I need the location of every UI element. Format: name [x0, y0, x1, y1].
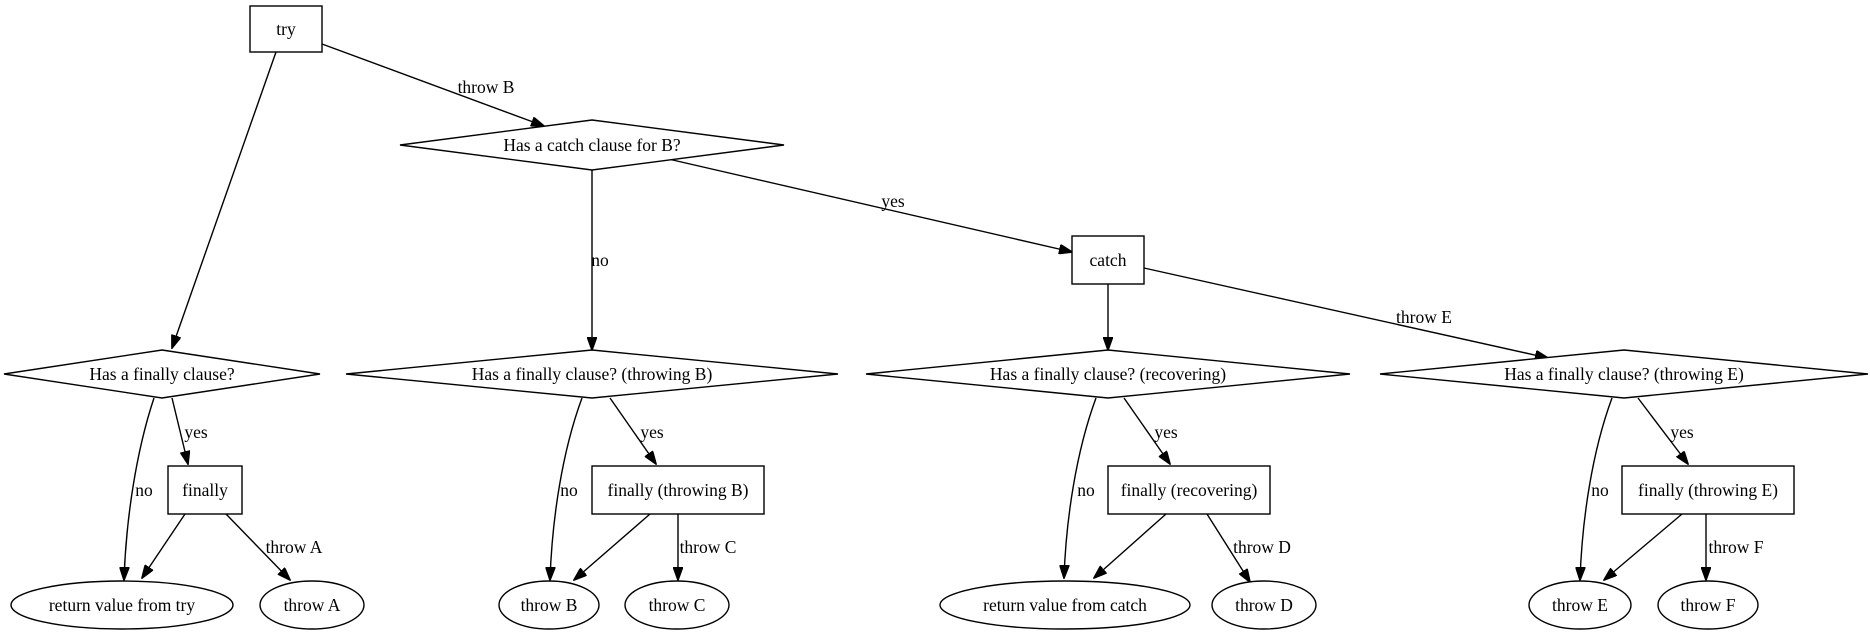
node-throw-c-label: throw C: [649, 595, 706, 615]
edge-label-throw-c: throw C: [680, 537, 737, 557]
edge-label-finally-rec-yes: yes: [1154, 422, 1178, 442]
node-throw-c: throw C: [624, 580, 730, 630]
edge-try-to-catch-question: [321, 43, 544, 126]
edge-finally-e-question-yes: [1637, 397, 1688, 464]
edge-finally-b-question-yes: [609, 397, 656, 464]
node-finally-e-label: finally (throwing E): [1638, 480, 1778, 500]
node-return-catch: return value from catch: [939, 580, 1191, 630]
node-try-label: try: [276, 19, 296, 39]
edge-finally-b-to-throw-b: [574, 513, 651, 580]
edge-finally-rec-question-no: [1064, 397, 1097, 578]
node-finally-e-question: Has a finally clause? (throwing E): [1379, 349, 1869, 399]
edge-label-finally-no: no: [135, 480, 153, 500]
node-finally-rec-label: finally (recovering): [1121, 480, 1258, 500]
node-throw-a: throw A: [259, 580, 365, 630]
node-throw-e-label: throw E: [1552, 595, 1608, 615]
node-finally-rec: finally (recovering): [1107, 465, 1271, 515]
node-finally-b: finally (throwing B): [591, 465, 765, 515]
node-throw-d-label: throw D: [1235, 595, 1293, 615]
node-finally-rec-question-label: Has a finally clause? (recovering): [990, 364, 1226, 384]
node-catch: catch: [1071, 235, 1145, 285]
node-try: try: [249, 5, 323, 53]
edge-label-finally-b-yes: yes: [640, 422, 664, 442]
edge-labels: throw B yes no throw E yes no throw A ye…: [135, 77, 1763, 557]
edge-finally-throw-a: [225, 513, 290, 580]
edge-finally-b-question-no: [550, 397, 583, 580]
edge-finally-to-return-try: [142, 513, 186, 578]
node-throw-b-label: throw B: [521, 595, 578, 615]
edge-try-to-finally-question: [172, 51, 277, 348]
edge-label-catch-yes: yes: [881, 191, 905, 211]
edge-label-finally-yes: yes: [184, 422, 208, 442]
node-throw-d: throw D: [1211, 580, 1317, 630]
node-finally-b-label: finally (throwing B): [608, 480, 749, 500]
edge-catch-throw-e: [1143, 267, 1548, 358]
node-return-try: return value from try: [10, 580, 234, 630]
node-finally: finally: [167, 465, 243, 515]
edge-finally-rec-throw-d: [1206, 513, 1250, 582]
edge-finally-question-no: [124, 397, 155, 580]
node-finally-e-question-label: Has a finally clause? (throwing E): [1504, 364, 1744, 384]
edge-label-throw-b: throw B: [458, 77, 515, 97]
node-finally-b-question: Has a finally clause? (throwing B): [345, 349, 839, 399]
edge-label-throw-f: throw F: [1709, 537, 1764, 557]
node-finally-e: finally (throwing E): [1621, 465, 1795, 515]
edge-label-finally-e-no: no: [1591, 480, 1609, 500]
node-finally-question: Has a finally clause?: [3, 349, 321, 399]
edge-label-finally-b-no: no: [560, 480, 578, 500]
node-throw-b: throw B: [498, 580, 600, 630]
node-catch-label: catch: [1090, 250, 1127, 270]
node-throw-a-label: throw A: [284, 595, 341, 615]
node-catch-question-label: Has a catch clause for B?: [503, 135, 681, 155]
edge-catch-question-yes: [663, 157, 1072, 252]
edge-label-finally-e-yes: yes: [1670, 422, 1694, 442]
edge-label-catch-no: no: [591, 250, 609, 270]
node-throw-e: throw E: [1528, 580, 1632, 630]
node-return-try-label: return value from try: [49, 595, 196, 615]
edge-finally-rec-question-yes: [1123, 397, 1170, 464]
edge-label-throw-d: throw D: [1233, 537, 1291, 557]
node-finally-b-question-label: Has a finally clause? (throwing B): [472, 364, 713, 384]
edge-label-throw-e: throw E: [1396, 307, 1452, 327]
edges: [124, 43, 1706, 582]
node-catch-question: Has a catch clause for B?: [399, 119, 785, 171]
edge-label-throw-a: throw A: [266, 537, 323, 557]
edge-finally-e-question-no: [1580, 397, 1613, 580]
edge-finally-e-to-throw-e: [1604, 513, 1683, 580]
edge-finally-question-yes: [171, 397, 188, 464]
edge-finally-rec-to-return-catch: [1094, 513, 1167, 578]
node-finally-rec-question: Has a finally clause? (recovering): [865, 349, 1351, 399]
node-finally-label: finally: [182, 480, 228, 500]
edge-label-finally-rec-no: no: [1077, 480, 1095, 500]
node-return-catch-label: return value from catch: [983, 595, 1147, 615]
node-finally-question-label: Has a finally clause?: [89, 364, 235, 384]
node-throw-f: throw F: [1657, 580, 1759, 630]
node-throw-f-label: throw F: [1681, 595, 1736, 615]
